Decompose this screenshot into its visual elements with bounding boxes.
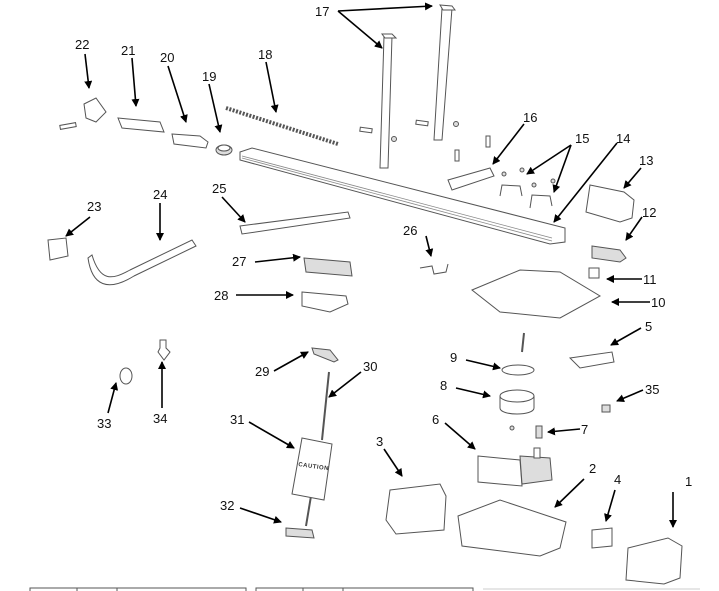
callout-25: 25 — [212, 181, 226, 196]
part-31-caution-tag: CAUTION — [291, 437, 333, 501]
part-32-release-handle — [285, 527, 315, 539]
callout-5: 5 — [645, 319, 652, 334]
callout-15: 15 — [575, 131, 589, 146]
callout-labels: 1 2 3 4 5 6 7 8 9 10 11 12 13 14 15 16 1… — [75, 4, 692, 513]
part-5-circuit-board — [568, 351, 615, 369]
part-14-rail — [239, 147, 566, 245]
part-3-end-cover — [385, 483, 447, 535]
part-24-curved-arm — [87, 239, 197, 286]
part-28-component — [301, 291, 349, 313]
part-34-component — [157, 339, 171, 361]
callout-28: 28 — [214, 288, 228, 303]
part-13-light-cover — [585, 184, 635, 223]
part-17-hanging-bracket-left — [379, 33, 398, 169]
callout-19: 19 — [202, 69, 216, 84]
part-7-spring — [535, 425, 543, 439]
part-33-remote — [119, 367, 133, 385]
caution-tag-text: CAUTION — [298, 462, 329, 472]
callout-34: 34 — [153, 411, 167, 426]
callout-26: 26 — [403, 223, 417, 238]
callout-17: 17 — [315, 4, 329, 19]
part-9-pin — [521, 332, 525, 353]
part-30-pull-rope — [321, 371, 330, 441]
callout-33: 33 — [97, 416, 111, 431]
part-19-idler-sprocket — [215, 144, 233, 156]
part-23-door-bracket — [47, 237, 69, 261]
callout-arrows — [65, 2, 677, 528]
part-11-component — [588, 267, 600, 279]
part-20-trolley-part — [171, 133, 209, 149]
part-29-component — [311, 347, 339, 363]
part-16-rail-bracket — [447, 167, 495, 191]
callout-27: 27 — [232, 254, 246, 269]
callout-4: 4 — [614, 472, 621, 487]
callout-14: 14 — [616, 131, 630, 146]
part-27-component — [303, 257, 353, 277]
callout-23: 23 — [87, 199, 101, 214]
callout-20: 20 — [160, 50, 174, 65]
callout-10: 10 — [651, 295, 665, 310]
part-26-bracket — [419, 263, 449, 275]
callout-7: 7 — [581, 422, 588, 437]
callout-13: 13 — [639, 153, 653, 168]
callout-11: 11 — [643, 272, 657, 287]
part-12-component — [591, 245, 627, 263]
callout-35: 35 — [645, 382, 659, 397]
part-10-chassis — [471, 269, 602, 319]
callout-16: 16 — [523, 110, 537, 125]
part-2-housing — [457, 499, 567, 557]
parts-table-edge — [29, 587, 700, 591]
callout-18: 18 — [258, 47, 272, 62]
part-22-header-bracket — [59, 97, 107, 130]
callout-2: 2 — [589, 461, 596, 476]
callout-21: 21 — [121, 43, 135, 58]
callout-9: 9 — [450, 350, 457, 365]
callout-12: 12 — [642, 205, 656, 220]
callout-22: 22 — [75, 37, 89, 52]
part-7-nut — [509, 425, 515, 431]
bracket-hardware — [359, 119, 491, 162]
callout-29: 29 — [255, 364, 269, 379]
callout-31: 31 — [230, 412, 244, 427]
callout-24: 24 — [153, 187, 167, 202]
part-15-u-brackets — [499, 167, 556, 209]
part-25-straight-arm — [239, 211, 351, 235]
callout-6: 6 — [432, 412, 439, 427]
part-8-component — [499, 389, 535, 415]
part-6-motor — [477, 447, 553, 487]
callout-32: 32 — [220, 498, 234, 513]
callout-30: 30 — [363, 359, 377, 374]
part-18-chain — [225, 106, 339, 146]
part-17-hanging-bracket-right — [433, 4, 456, 141]
part-9-component — [501, 364, 535, 376]
part-35-component — [601, 404, 611, 413]
part-4-lens — [591, 527, 613, 549]
callout-3: 3 — [376, 434, 383, 449]
part-21-trolley — [117, 117, 165, 133]
part-1-front-cover — [625, 537, 683, 585]
callout-8: 8 — [440, 378, 447, 393]
callout-1: 1 — [685, 474, 692, 489]
